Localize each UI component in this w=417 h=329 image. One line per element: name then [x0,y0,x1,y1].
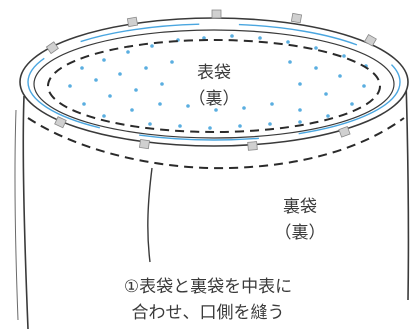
inner-bag-body [14,79,410,329]
seam-line-top [47,39,381,133]
fabric-dot-pattern [68,34,368,130]
outer-bag-side-label: （裏） [189,88,240,109]
caption-line-1: ①表袋と裏袋を中表に [124,276,292,297]
inner-bag-side-label: （裏） [275,222,326,243]
outer-bag-label: 表袋 [197,63,231,83]
inner-bag-label: 裏袋 [283,196,317,217]
leader-line [147,167,153,263]
clip-tabs [45,9,377,151]
caption-line-2: 合わせ、口側を縫う [132,303,285,323]
outer-bag-surface [42,34,386,136]
seam-line-body [27,117,405,170]
